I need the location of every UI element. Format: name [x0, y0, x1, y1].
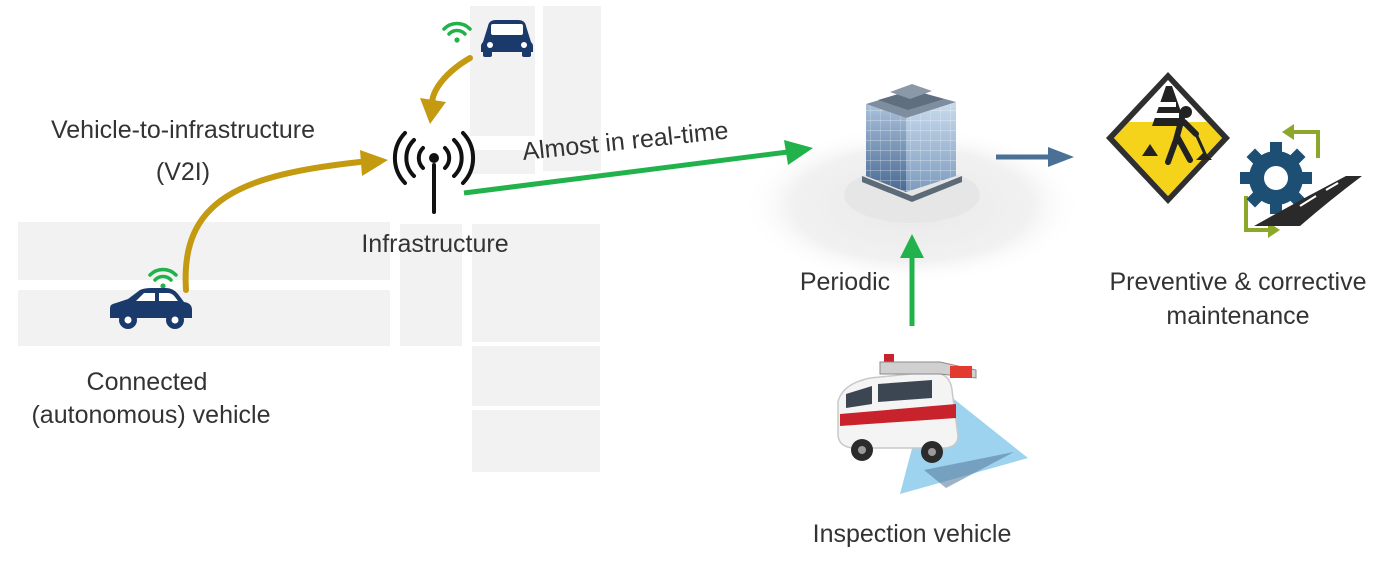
wifi-icon [148, 267, 178, 289]
v2i-arrow-from-top-vehicle [429, 55, 473, 107]
gear-road-icon [1240, 124, 1362, 238]
v2i-arrow-from-connected-vehicle [182, 159, 363, 293]
v2i-arrowhead-down [420, 98, 446, 124]
street-map-background [18, 6, 601, 472]
infrastructure-label: Infrastructure [361, 230, 509, 258]
inspection-van-icon [837, 354, 1028, 494]
realtime-data-arrow [463, 149, 789, 196]
roadwork-sign-icon [1106, 72, 1230, 204]
car-icon [481, 20, 533, 57]
car-icon [110, 288, 192, 329]
v2i-label: Vehicle-to-infrastructure [50, 116, 315, 144]
connected-vehicle-label-line1: Connected [86, 368, 208, 396]
v2i-abbreviation-label: (V2I) [155, 158, 211, 186]
antenna-icon [392, 131, 476, 214]
maintenance-label-line1: Preventive & corrective [1109, 268, 1367, 296]
connected-vehicle-label-line2: (autonomous) vehicle [31, 401, 271, 429]
periodic-label: Periodic [799, 268, 891, 296]
building-icon [862, 84, 962, 202]
v2i-arrowhead-right [360, 150, 388, 176]
inspection-vehicle-label: Inspection vehicle [812, 520, 1012, 548]
maintenance-label-line2: maintenance [1166, 302, 1310, 330]
wifi-icon [442, 21, 472, 43]
